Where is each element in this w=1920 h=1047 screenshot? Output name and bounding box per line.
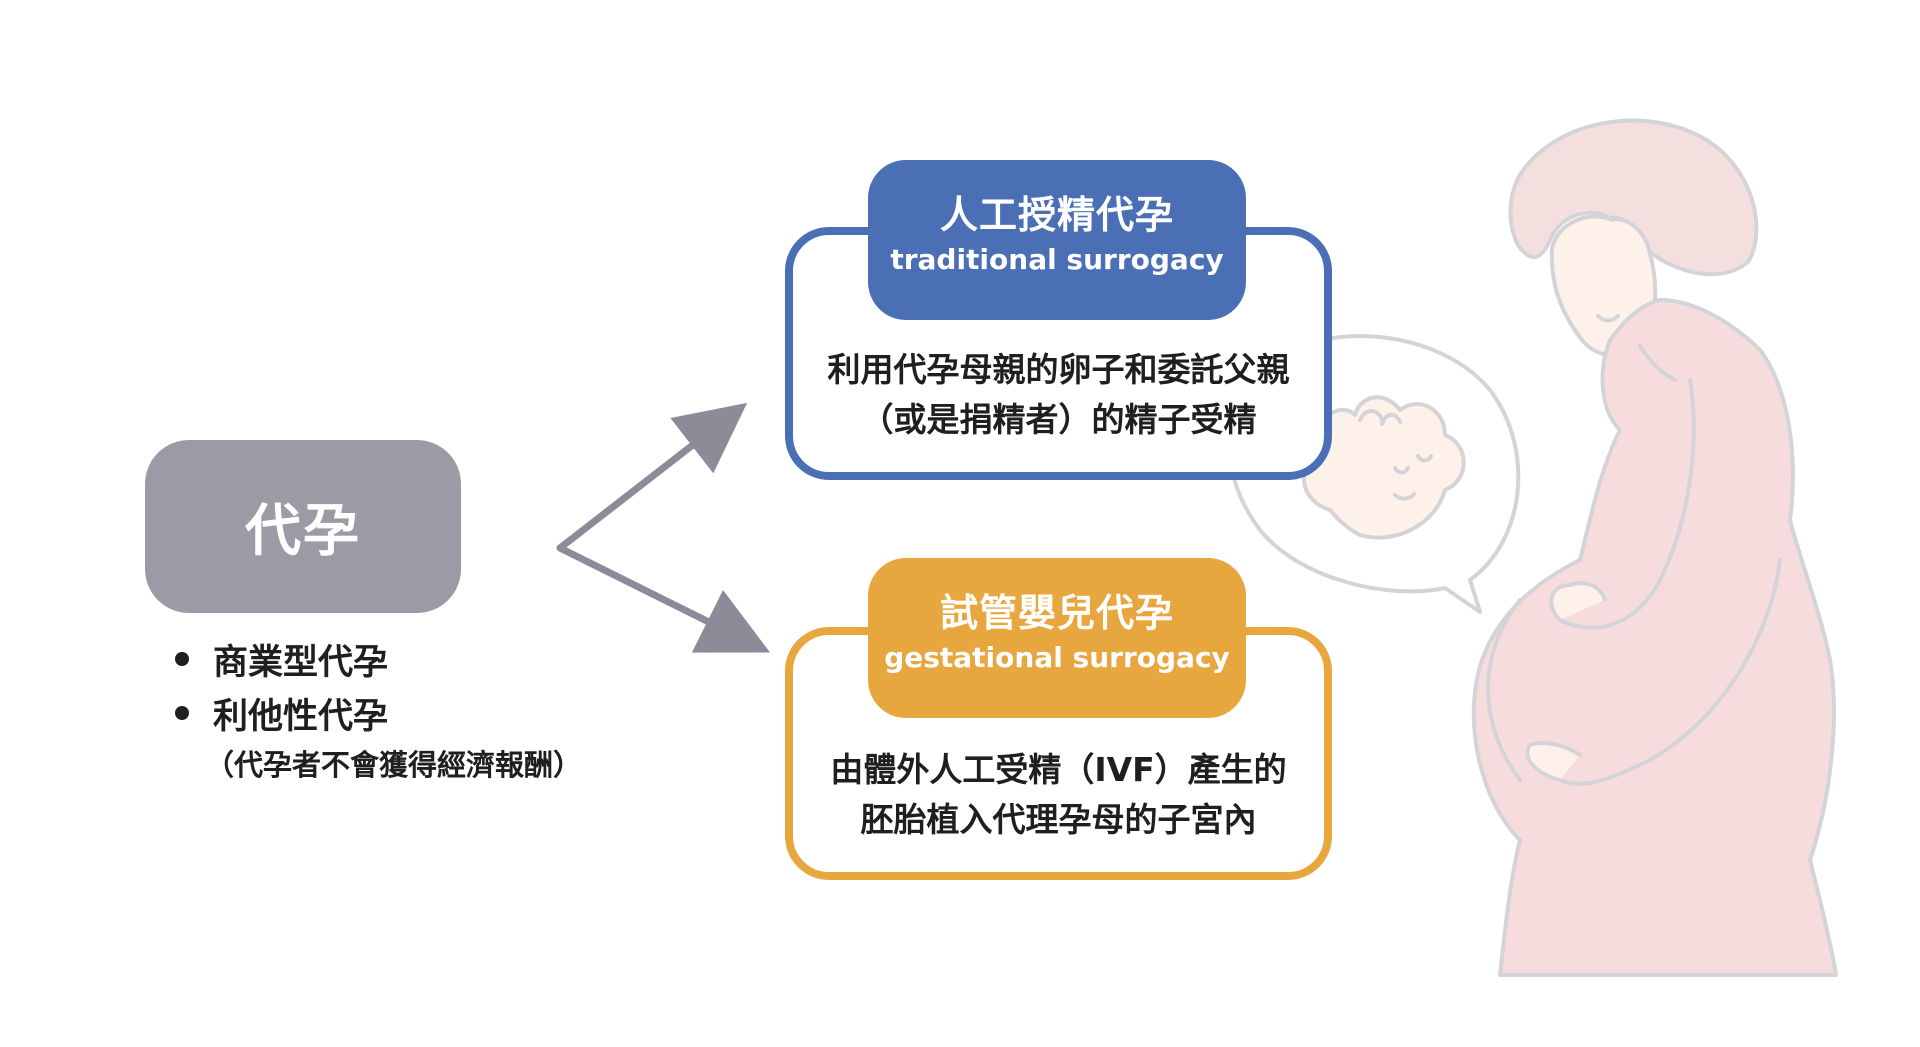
root-node-surrogacy: 代孕 [145, 440, 461, 613]
list-item-altruistic: 利他性代孕 [175, 686, 388, 740]
bullet-icon [175, 652, 189, 666]
arrow-to-gestational [556, 544, 771, 653]
description-line: 由體外人工受精（IVF）產生的 [830, 750, 1287, 789]
arrow-to-traditional [556, 402, 748, 552]
list-item-commercial: 商業型代孕 [175, 632, 388, 686]
card-description: 利用代孕母親的卵子和委託父親 （或是捐精者）的精子受精 [793, 345, 1324, 445]
list-item-label: 商業型代孕 [213, 642, 389, 683]
surrogacy-types-list: 商業型代孕 利他性代孕 [175, 632, 388, 740]
bullet-icon [175, 706, 189, 720]
card-header-gestational: 試管嬰兒代孕 gestational surrogacy [868, 558, 1246, 718]
card-subtitle: gestational surrogacy [884, 641, 1230, 674]
card-header-traditional: 人工授精代孕 traditional surrogacy [868, 160, 1246, 320]
card-subtitle: traditional surrogacy [890, 243, 1224, 276]
altruistic-note: （代孕者不會獲得經濟報酬） [205, 748, 583, 782]
root-label: 代孕 [245, 499, 361, 564]
card-title: 試管嬰兒代孕 [939, 591, 1174, 635]
list-item-label: 利他性代孕 [213, 696, 389, 737]
card-title: 人工授精代孕 [939, 193, 1174, 237]
description-line: （或是捐精者）的精子受精 [860, 400, 1257, 439]
card-description: 由體外人工受精（IVF）產生的 胚胎植入代理孕母的子宮內 [793, 745, 1324, 845]
description-line: 利用代孕母親的卵子和委託父親 [827, 350, 1290, 389]
woman-figure [1471, 118, 1838, 977]
description-line: 胚胎植入代理孕母的子宮內 [860, 800, 1257, 839]
